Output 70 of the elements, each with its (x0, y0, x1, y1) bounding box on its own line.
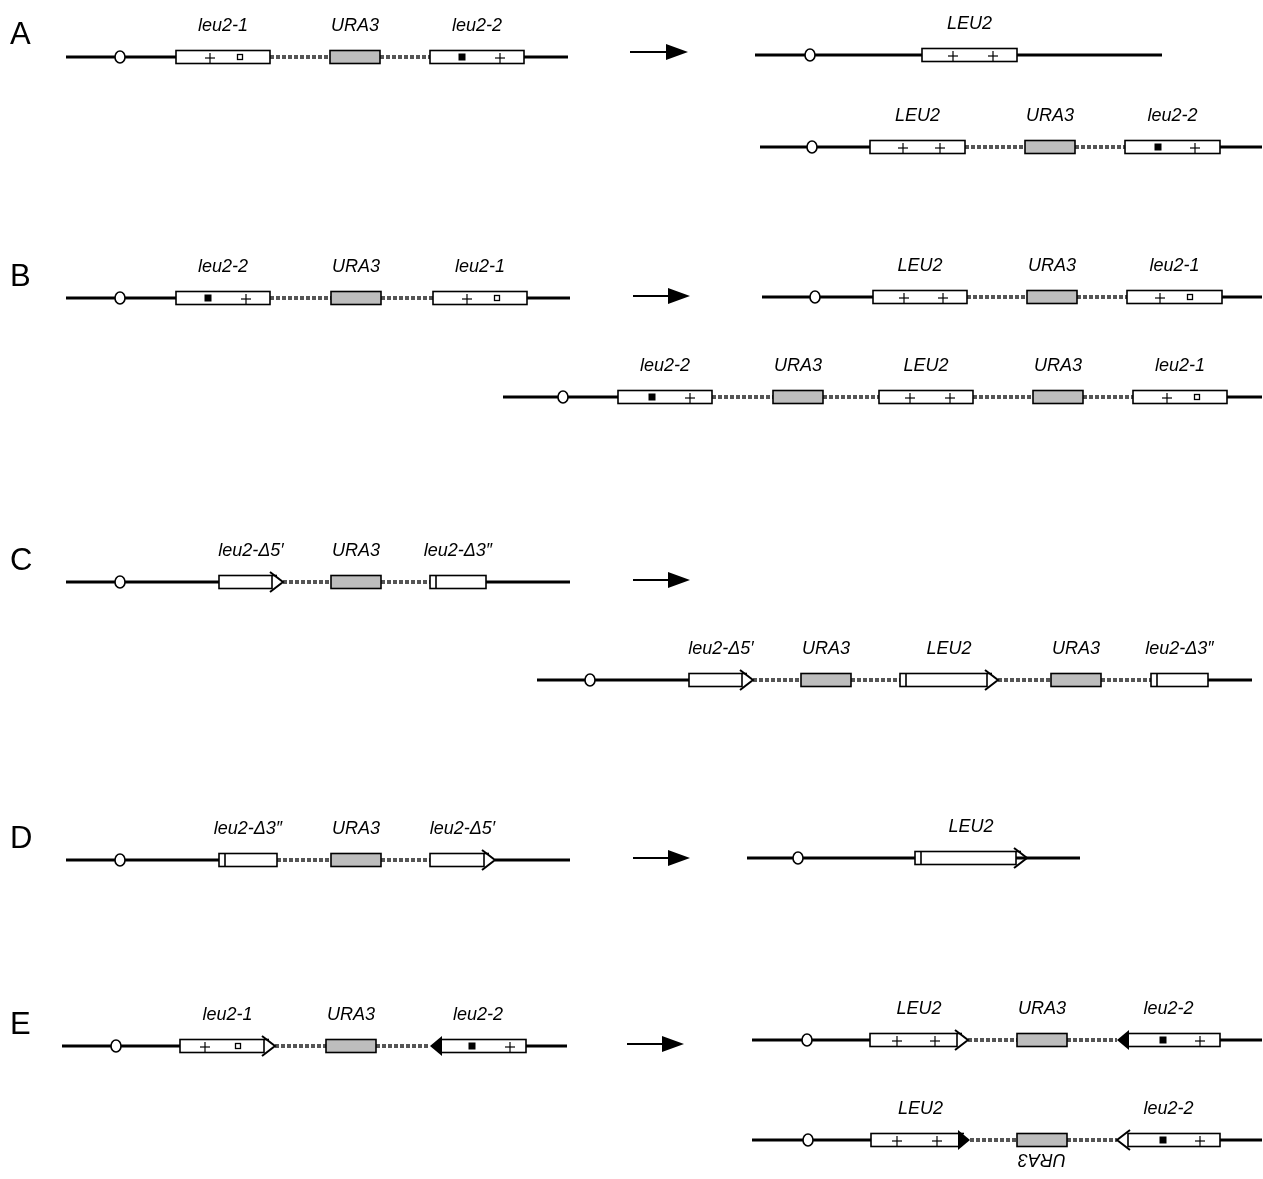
plasmid-line (277, 858, 331, 862)
gene-label: leu2-1 (202, 1004, 253, 1024)
gene-label: leu2-2 (1143, 1098, 1194, 1118)
panel-letter: B (10, 260, 31, 292)
plasmid-line (753, 678, 801, 682)
gene-label: leu2-Δ5′ (218, 540, 284, 560)
gene-label: leu2-2 (1143, 998, 1194, 1018)
plasmid-line (381, 296, 433, 300)
gene-label: LEU2 (926, 638, 972, 658)
plasmid-line (275, 1044, 326, 1048)
gene-label: leu2-2 (640, 355, 690, 375)
plasmid-line (823, 395, 879, 399)
gene-label: URA3 (331, 15, 379, 35)
gene-label: leu2-2 (198, 256, 248, 276)
plasmid-line (968, 1038, 1017, 1042)
gene-label: URA3 (1026, 105, 1074, 125)
gene-label: LEU2 (896, 998, 942, 1018)
plasmid-line (270, 296, 331, 300)
gene-label: URA3 (774, 355, 822, 375)
panel-letter: A (10, 18, 31, 50)
gene-label: leu2-Δ3″ (213, 818, 283, 838)
gene-label: leu2-1 (1149, 255, 1200, 275)
gene-label: URA3 (332, 540, 380, 560)
plasmid-line (967, 295, 1027, 299)
plasmid-line (376, 1044, 430, 1048)
gene-label: leu2-2 (452, 15, 502, 35)
plasmid-line (1067, 1038, 1117, 1042)
plasmid-line (973, 395, 1033, 399)
plasmid-line (970, 1138, 1017, 1142)
panel-letter: C (10, 544, 33, 576)
plasmid-line (998, 678, 1051, 682)
panel-letter: D (10, 822, 33, 854)
plasmid-line (1077, 295, 1127, 299)
gene-label: URA3 (1028, 255, 1076, 275)
plasmid-line (1075, 145, 1125, 149)
gene-label: URA3 (327, 1004, 375, 1024)
plasmid-line (712, 395, 773, 399)
gene-label: URA3 (1018, 998, 1066, 1018)
gene-label: LEU2 (903, 355, 949, 375)
panel-letter: E (10, 1008, 31, 1040)
gene-label: leu2-1 (455, 256, 505, 276)
plasmid-line (851, 678, 900, 682)
gene-label: LEU2 (898, 1098, 943, 1118)
plasmid-line (1083, 395, 1133, 399)
gene-label: URA3 (1034, 355, 1082, 375)
plasmid-line (270, 55, 330, 59)
gene-label: URA3 (332, 818, 380, 838)
gene-label: leu2-Δ5′ (429, 818, 496, 838)
gene-label: LEU2 (897, 255, 943, 275)
plasmid-line (380, 55, 430, 59)
gene-label: LEU2 (895, 105, 940, 125)
gene-label: leu2-2 (453, 1004, 503, 1024)
gene-label: leu2-Δ5′ (688, 638, 754, 658)
gene-label: URA3 (332, 256, 380, 276)
gene-label: leu2-2 (1147, 105, 1198, 125)
gene-label: leu2-1 (198, 15, 248, 35)
plasmid-line (1067, 1138, 1117, 1142)
gene-label: LEU2 (948, 816, 994, 836)
gene-label: LEU2 (947, 13, 992, 33)
plasmid-line (283, 580, 331, 584)
gene-label: URA3 (1052, 638, 1100, 658)
plasmid-line (381, 580, 430, 584)
plasmid-line (965, 145, 1025, 149)
gene-label: URA3 (1018, 1150, 1066, 1170)
gene-label: leu2-Δ3″ (1145, 638, 1214, 658)
gene-label: leu2-1 (1155, 355, 1205, 375)
gene-label: URA3 (802, 638, 850, 658)
gene-label: leu2-Δ3″ (423, 540, 493, 560)
plasmid-line (1101, 678, 1151, 682)
plasmid-line (381, 858, 430, 862)
